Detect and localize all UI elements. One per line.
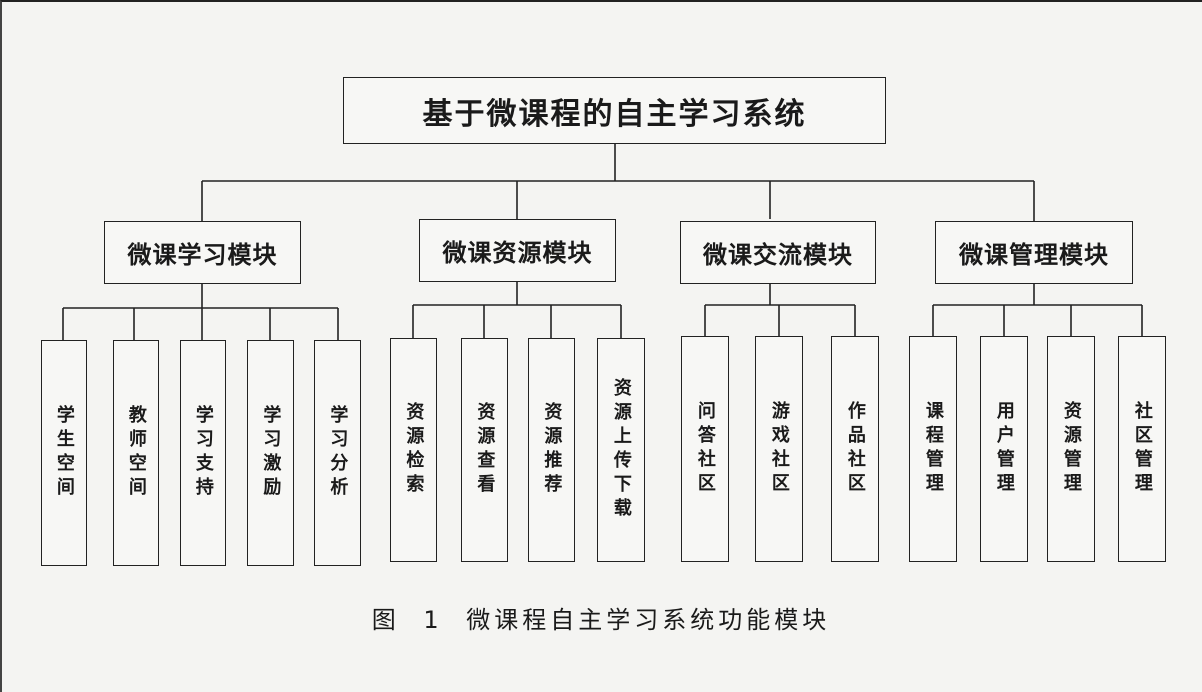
leaf-label: 作品社区 (844, 401, 866, 497)
leaf-label: 学习支持 (192, 405, 214, 501)
leaf-label: 游戏社区 (768, 401, 790, 497)
module-node-management: 微课管理模块 (935, 221, 1133, 284)
leaf-node: 学习激励 (247, 340, 294, 566)
leaf-node: 资源查看 (461, 338, 508, 562)
leaf-node: 学生空间 (41, 340, 87, 566)
leaf-node: 资源上传下载 (597, 338, 645, 562)
leaf-label: 教师空间 (125, 405, 147, 501)
leaf-node: 社区管理 (1118, 336, 1166, 562)
leaf-node: 课程管理 (909, 336, 957, 562)
leaf-label: 资源管理 (1060, 401, 1082, 497)
module-label: 微课交流模块 (703, 241, 853, 269)
root-node: 基于微课程的自主学习系统 (343, 77, 886, 144)
leaf-node: 资源推荐 (528, 338, 575, 562)
module-label: 微课管理模块 (959, 241, 1109, 269)
leaf-label: 问答社区 (694, 401, 716, 497)
leaf-label: 学习分析 (327, 405, 349, 501)
module-node-communication: 微课交流模块 (680, 221, 876, 284)
leaf-node: 学习分析 (314, 340, 361, 566)
leaf-node: 学习支持 (180, 340, 226, 566)
module-label: 微课资源模块 (442, 239, 593, 267)
leaf-label: 学生空间 (53, 405, 75, 501)
leaf-node: 用户管理 (980, 336, 1028, 562)
module-label: 微课学习模块 (127, 241, 278, 269)
figure-caption: 图 1 微课程自主学习系统功能模块 (371, 606, 831, 634)
leaf-label: 资源检索 (403, 402, 425, 498)
leaf-label: 社区管理 (1131, 401, 1153, 497)
root-label: 基于微课程的自主学习系统 (422, 96, 807, 132)
leaf-node: 资源管理 (1047, 336, 1095, 562)
leaf-label: 资源推荐 (541, 402, 563, 498)
leaf-label: 用户管理 (993, 401, 1015, 497)
leaf-node: 资源检索 (390, 338, 437, 562)
leaf-label: 资源上传下载 (610, 378, 632, 522)
module-node-resources: 微课资源模块 (419, 219, 616, 282)
leaf-node: 教师空间 (113, 340, 159, 566)
leaf-label: 课程管理 (922, 401, 944, 497)
leaf-node: 游戏社区 (755, 336, 803, 562)
module-node-learning: 微课学习模块 (104, 221, 301, 284)
leaf-label: 学习激励 (260, 405, 282, 501)
leaf-label: 资源查看 (474, 402, 496, 498)
leaf-node: 作品社区 (831, 336, 879, 562)
leaf-node: 问答社区 (681, 336, 729, 562)
